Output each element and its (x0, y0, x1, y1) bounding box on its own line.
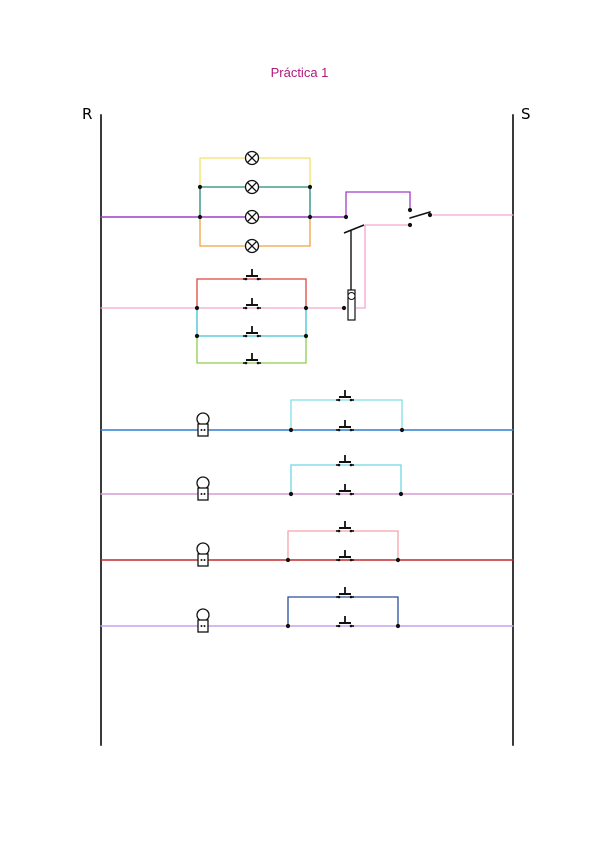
pushbutton-icon (243, 353, 261, 365)
lamp-x-icon (244, 238, 260, 254)
pushbutton-icon (336, 484, 354, 496)
bell-rung-4-branch (287, 596, 399, 626)
pushbutton-icon (336, 550, 354, 562)
pb-branch-1 (196, 278, 307, 308)
pushbutton-icon (336, 521, 354, 533)
junction-dot (395, 623, 401, 629)
lamp-x-icon (244, 209, 260, 225)
rail-label-r: R (82, 105, 93, 123)
bell-rung-3-branch (287, 530, 399, 560)
junction-dot (427, 212, 433, 218)
bell-rung-1-branch (290, 399, 403, 430)
pushbutton-icon (336, 390, 354, 402)
junction-dot (194, 305, 200, 311)
junction-dot (285, 623, 291, 629)
pushbutton-icon (336, 616, 354, 628)
wires (100, 157, 514, 627)
bell-icon (196, 608, 210, 633)
junction-dot (197, 184, 203, 190)
switch-icon (409, 211, 431, 219)
pushbutton-icon (243, 269, 261, 281)
bell-rung-2-branch (290, 464, 402, 494)
junction-dot (343, 214, 349, 220)
pb-branch-4 (196, 336, 307, 364)
junction-dot (194, 333, 200, 339)
pb-branch-3 (196, 308, 307, 337)
rail-label-s: S (521, 105, 531, 123)
junction-dot (399, 427, 405, 433)
bell-icon (196, 412, 210, 437)
pushbutton-icon (336, 420, 354, 432)
junction-dot (407, 222, 413, 228)
junction-dot (303, 305, 309, 311)
bell-icon (196, 476, 210, 501)
junction-dot (407, 207, 413, 213)
junction-dot (307, 214, 313, 220)
components (194, 150, 433, 633)
junction-dot (197, 214, 203, 220)
pushbutton-icon (243, 298, 261, 310)
pushbutton-icon (243, 326, 261, 338)
relay-wire (356, 225, 366, 309)
switch-feed-wire (345, 191, 411, 217)
relay-coil-icon (343, 224, 365, 321)
junction-dot (395, 557, 401, 563)
pushbutton-icon (336, 587, 354, 599)
junction-dot (303, 333, 309, 339)
pushbutton-icon (336, 455, 354, 467)
page-title: Práctica 1 (270, 65, 329, 80)
lamp-x-icon (244, 179, 260, 195)
bell-icon (196, 542, 210, 567)
junction-dot (285, 557, 291, 563)
junction-dot (398, 491, 404, 497)
junction-dot (288, 491, 294, 497)
junction-dot (307, 184, 313, 190)
junction-dot (288, 427, 294, 433)
junction-dot (341, 305, 347, 311)
lamp-x-icon (244, 150, 260, 166)
